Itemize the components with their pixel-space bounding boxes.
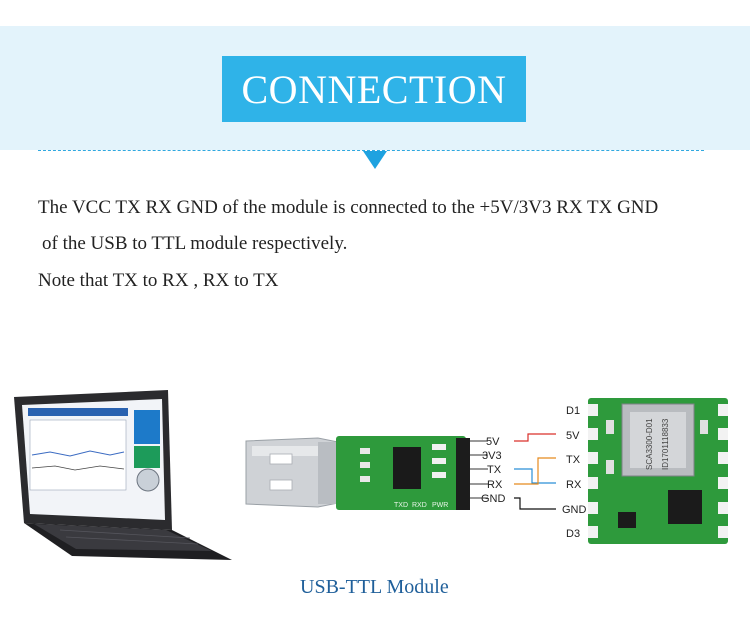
down-arrow-icon [363, 151, 387, 169]
sensor-pin-tx: TX [566, 454, 581, 466]
usb-pin-rx: RX [487, 479, 503, 491]
board-mark-rxd: RXD [412, 502, 427, 509]
sensor-pin-gnd: GND [562, 504, 587, 516]
wire-rx [514, 457, 556, 485]
usb-pin-5v: 5V [486, 436, 500, 448]
usb-ttl-board [336, 436, 470, 510]
usb-ttl-caption: USB-TTL Module [300, 576, 449, 598]
wire-5v [514, 433, 556, 442]
board-mark-pwr: PWR [432, 502, 448, 509]
laptop-illustration [14, 390, 232, 560]
divider-line [38, 150, 704, 151]
usb-header-pins [470, 440, 488, 499]
sensor-chip-id: ID1701118833 [661, 418, 670, 470]
note-line: Note that TX to RX , RX to TX [38, 270, 279, 291]
usb-plug [245, 437, 349, 508]
usb-pin-tx: TX [487, 464, 502, 476]
description-line-2: of the USB to TTL module respectively. [42, 233, 348, 254]
sensor-pin-5v: 5V [566, 430, 580, 442]
section-title: CONNECTION [222, 56, 526, 122]
usb-pin-gnd: GND [481, 493, 506, 505]
wire-tx [514, 468, 556, 484]
wiring-lines [514, 433, 556, 510]
sensor-pin-rx: RX [566, 479, 582, 491]
sensor-module-board [588, 398, 728, 544]
usb-pin-3v3: 3V3 [482, 450, 502, 462]
description-line-1: The VCC TX RX GND of the module is conne… [38, 197, 659, 218]
sensor-pin-d1: D1 [566, 405, 580, 417]
board-mark-txd: TXD [394, 502, 408, 509]
wire-gnd [514, 497, 556, 510]
sensor-pin-d3: D3 [566, 528, 580, 540]
sensor-chip-model: SCA3300-D01 [645, 418, 654, 470]
